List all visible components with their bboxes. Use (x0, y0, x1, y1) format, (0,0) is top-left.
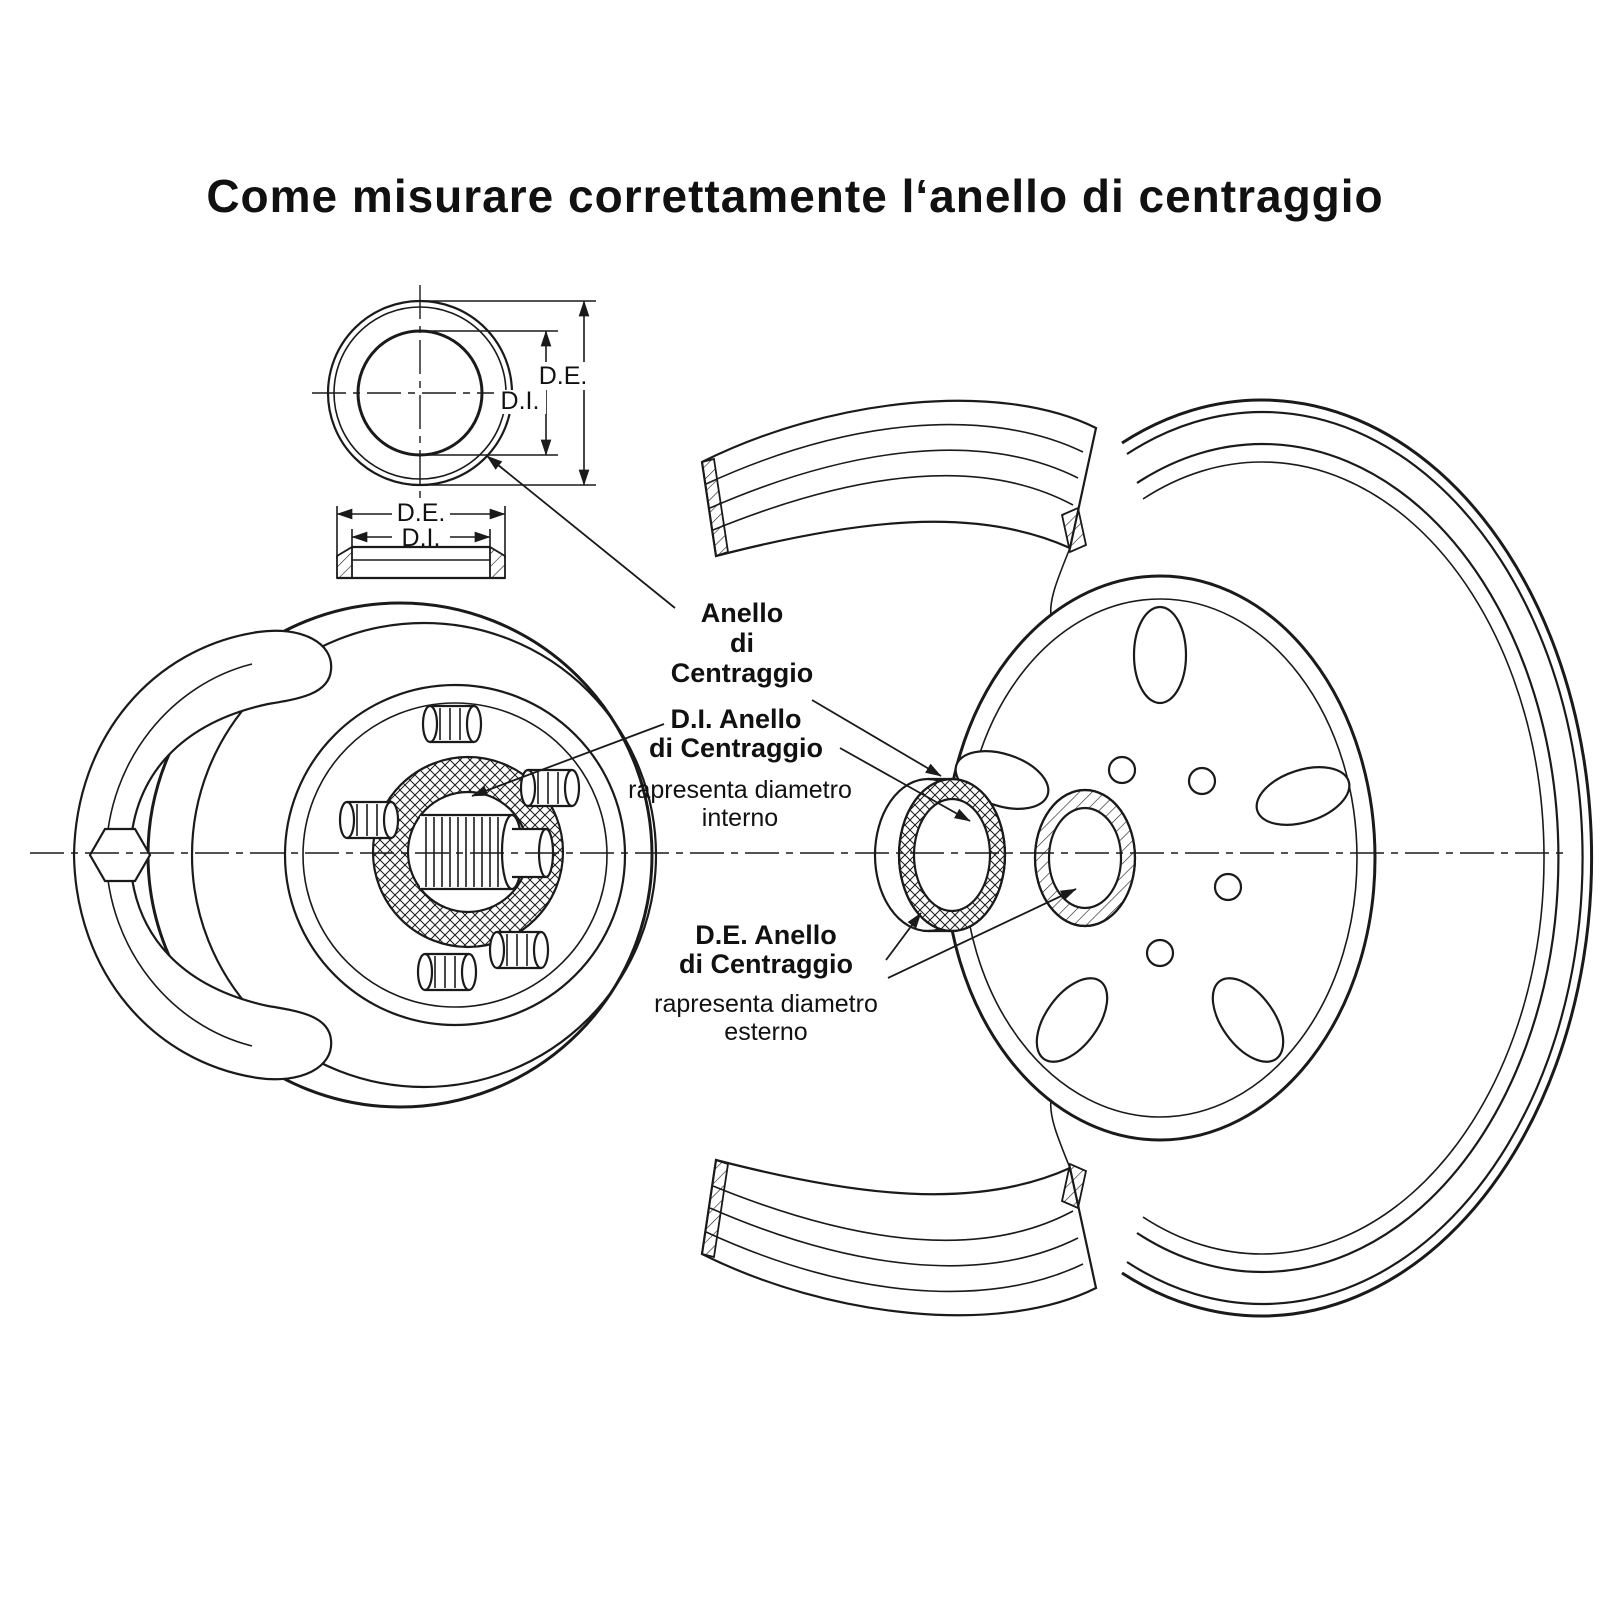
brake-caliper (72, 629, 333, 1081)
di-annotation-desc1: rapresenta diametro (628, 776, 852, 804)
di-annotation-desc2: interno (702, 804, 778, 832)
de-annotation-title1: D.E. Anello (695, 920, 837, 950)
rim-barrel-cut-bottom (700, 1099, 1098, 1317)
de-annotation-desc1: rapresenta diametro (654, 990, 878, 1018)
de-annotation-desc2: esterno (724, 1018, 807, 1046)
wheel-studs (338, 704, 581, 992)
hub-assembly (72, 601, 658, 1109)
ring-name-line1: Anello (701, 598, 784, 628)
de-label-topview: D.E. (539, 362, 588, 390)
wheel-stud (338, 800, 400, 840)
leader-di-label-to-ring-bore (839, 747, 971, 822)
ring-top-view: D.E. D.I. (312, 285, 596, 500)
spoke-windows (954, 605, 1351, 1063)
wheel-stud (488, 930, 550, 970)
bolt-holes (1107, 755, 1243, 968)
wheel-stud (519, 768, 581, 808)
leader-ringlabel-to-ring (811, 699, 942, 777)
wheel-stud (421, 704, 483, 744)
annotation-ring-name: Anello di Centraggio (671, 598, 814, 688)
de-annotation-title2: di Centraggio (679, 949, 853, 979)
leader-lines (471, 455, 1077, 979)
di-label-topview: D.I. (501, 387, 540, 415)
annotation-outer-diameter: D.E. Anello di Centraggio rapresenta dia… (654, 920, 878, 1046)
de-label-section: D.E. (397, 499, 446, 527)
dimension-de-topview (424, 300, 596, 486)
annotation-inner-diameter: D.I. Anello di Centraggio rapresenta dia… (628, 704, 852, 832)
leader-hub-to-di-label (471, 723, 665, 797)
leader-de-label-to-wheel-seat (887, 888, 1077, 979)
di-annotation-title1: D.I. Anello (670, 704, 801, 734)
wheel-rim-assembly (700, 398, 1594, 1318)
leader-topview-to-ring-label (486, 455, 676, 609)
ring-section-view: D.E. D.I. (336, 499, 506, 580)
rim-barrel-cut-top (700, 399, 1098, 617)
di-annotation-title2: di Centraggio (649, 733, 823, 763)
wheel-center-bore (1033, 788, 1137, 928)
ring-name-line2: di (730, 628, 754, 658)
ring-name-line3: Centraggio (671, 658, 814, 688)
caliper-bolt-hex (88, 827, 152, 883)
leader-de-label-to-ring-outer (885, 912, 922, 961)
page-title: Come misurare correttamente l‘anello di … (206, 170, 1383, 222)
centering-ring (873, 777, 1007, 933)
wheel-stud (416, 952, 478, 992)
